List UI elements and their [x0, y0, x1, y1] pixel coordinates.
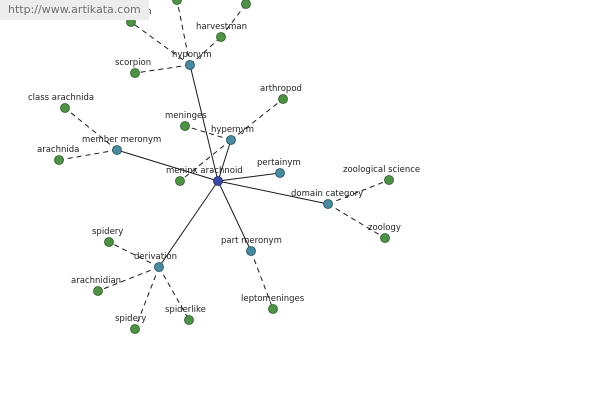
edge-member-class-arachnida: [64, 107, 118, 151]
node-domain-category[interactable]: [323, 199, 333, 209]
label-derivation-spiderlike: spiderlike: [165, 305, 206, 315]
edge-hypernym-meninx: [179, 139, 232, 182]
label-hypernym-meninges: meninges: [165, 111, 207, 121]
edge-member-meronym: [116, 149, 219, 182]
edge-derivation-spidery: [108, 241, 160, 268]
node-hypernym-meninx[interactable]: [175, 176, 185, 186]
label-hyponym-scorpion: scorpion: [115, 58, 151, 68]
edge-derivation-spiderlike: [158, 266, 190, 321]
node-hyponym-scorpion[interactable]: [130, 68, 140, 78]
graph-edges: [58, 0, 390, 330]
label-center: meninx arachnoid: [166, 166, 243, 176]
edge-hyponym-clipped-2: [220, 3, 247, 38]
node-part-leptomeninges[interactable]: [268, 304, 278, 314]
label-member-class-arachnida: class arachnida: [28, 93, 94, 103]
graph-labels: pionharvestmanscorpionmeningesarthropodc…: [28, 7, 420, 324]
edge-hypernym-arthropod: [230, 98, 284, 141]
node-member-arachnida[interactable]: [54, 155, 64, 165]
edge-hyponym: [189, 64, 219, 182]
label-member-arachnida: arachnida: [37, 145, 79, 155]
edge-derivation-arachnidian: [97, 266, 160, 292]
node-member-meronym[interactable]: [112, 145, 122, 155]
node-pertainym[interactable]: [275, 168, 285, 178]
label-derivation: derivation: [134, 252, 177, 262]
node-hyponym[interactable]: [185, 60, 195, 70]
edge-pertainym: [217, 172, 281, 182]
edge-hypernym: [217, 139, 232, 182]
edge-hyponym-partial: [130, 21, 191, 66]
node-hypernym[interactable]: [226, 135, 236, 145]
edge-member-arachnida: [58, 149, 118, 161]
node-center[interactable]: [213, 176, 223, 186]
node-hypernym-arthropod[interactable]: [278, 94, 288, 104]
edge-hyponym-scorpion: [134, 64, 191, 74]
label-domain-category: domain category: [291, 189, 363, 199]
node-derivation-spiderlike[interactable]: [184, 315, 194, 325]
url-banner[interactable]: http://www.artikata.com: [0, 0, 149, 20]
edge-derivation-spidery-2: [134, 266, 160, 330]
edge-hyponym-harvestman: [189, 36, 222, 66]
label-hyponym: hyponym: [172, 50, 212, 60]
label-part-leptomeninges: leptomeninges: [241, 294, 305, 304]
label-derivation-spidery-2: spidery: [115, 314, 146, 324]
edge-hypernym-meninges: [184, 125, 232, 141]
node-derivation-spidery[interactable]: [104, 237, 114, 247]
label-domain-zoological-science: zoological science: [343, 165, 420, 175]
edge-derivation: [158, 180, 219, 268]
node-derivation-arachnidian[interactable]: [93, 286, 103, 296]
node-hypernym-meninges[interactable]: [180, 121, 190, 131]
label-domain-zoology: zoology: [368, 223, 401, 233]
node-clipped-1[interactable]: [172, 0, 182, 5]
label-derivation-arachnidian: arachnidian: [71, 276, 121, 286]
graph-nodes: [54, 0, 394, 334]
label-hyponym-harvestman: harvestman: [196, 22, 247, 32]
label-hypernym-arthropod: arthropod: [260, 84, 302, 94]
node-derivation[interactable]: [154, 262, 164, 272]
edge-domain-zoological-science: [327, 179, 390, 205]
edge-domain-zoology: [327, 203, 386, 239]
edge-part-leptomeninges: [250, 250, 274, 310]
node-hyponym-harvestman[interactable]: [216, 32, 226, 42]
node-part-meronym[interactable]: [246, 246, 256, 256]
label-derivation-spidery: spidery: [92, 227, 123, 237]
label-part-meronym: part meronym: [221, 236, 282, 246]
node-domain-zoology[interactable]: [380, 233, 390, 243]
edge-part-meronym: [217, 180, 252, 252]
edge-hyponym-clipped-1: [176, 0, 191, 66]
node-member-class-arachnida[interactable]: [60, 103, 70, 113]
node-derivation-spidery-2[interactable]: [130, 324, 140, 334]
node-clipped-2[interactable]: [241, 0, 251, 9]
label-member-meronym: member meronym: [82, 135, 161, 145]
label-pertainym: pertainym: [257, 158, 301, 168]
label-hypernym: hypernym: [211, 125, 254, 135]
node-domain-zoological-science[interactable]: [384, 175, 394, 185]
edge-domain-category: [217, 180, 329, 205]
